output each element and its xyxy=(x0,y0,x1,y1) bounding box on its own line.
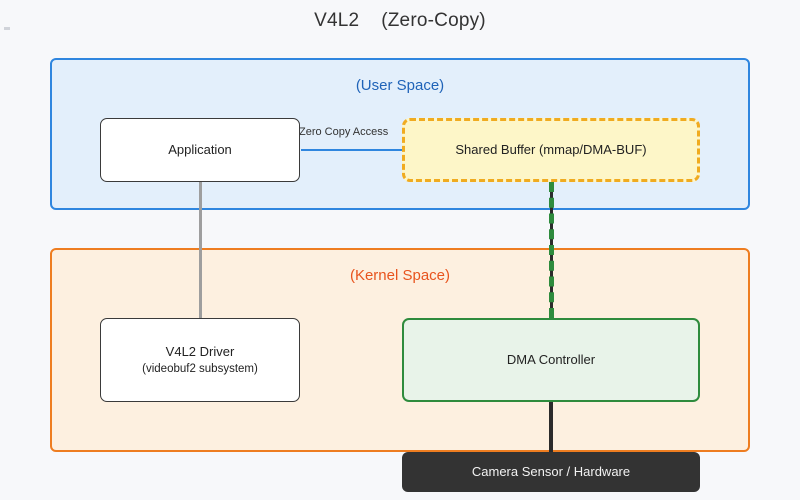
connector-application-to-shared-buffer xyxy=(301,149,402,151)
node-application-title: Application xyxy=(168,142,232,158)
node-v4l2-driver[interactable]: V4L2 Driver (videobuf2 subsystem) xyxy=(100,318,300,402)
node-shared-buffer[interactable]: Shared Buffer (mmap/DMA-BUF) xyxy=(402,118,700,182)
corner-artifact xyxy=(4,27,10,30)
node-dma-controller-title: DMA Controller xyxy=(506,352,596,368)
node-application[interactable]: Application xyxy=(100,118,300,182)
node-camera-sensor[interactable]: Camera Sensor / Hardware xyxy=(402,452,700,492)
node-camera-sensor-title: Camera Sensor / Hardware xyxy=(471,464,631,480)
connector-application-to-v4l2-driver xyxy=(199,182,202,318)
user-space-label: (User Space) xyxy=(355,77,445,94)
connector-label-zero-copy-access: Zero Copy Access xyxy=(299,126,389,138)
node-dma-controller[interactable]: DMA Controller xyxy=(402,318,700,402)
diagram-title: V4L2 (Zero-Copy) xyxy=(314,10,486,31)
kernel-space-label: (Kernel Space) xyxy=(349,267,451,284)
node-v4l2-driver-subtitle: (videobuf2 subsystem) xyxy=(142,362,258,375)
node-v4l2-driver-title: V4L2 Driver xyxy=(165,344,235,360)
node-shared-buffer-title: Shared Buffer (mmap/DMA-BUF) xyxy=(455,142,647,158)
connector-dma-controller-to-camera-sensor xyxy=(549,402,553,453)
connector-shared-buffer-to-dma-controller xyxy=(549,182,554,318)
